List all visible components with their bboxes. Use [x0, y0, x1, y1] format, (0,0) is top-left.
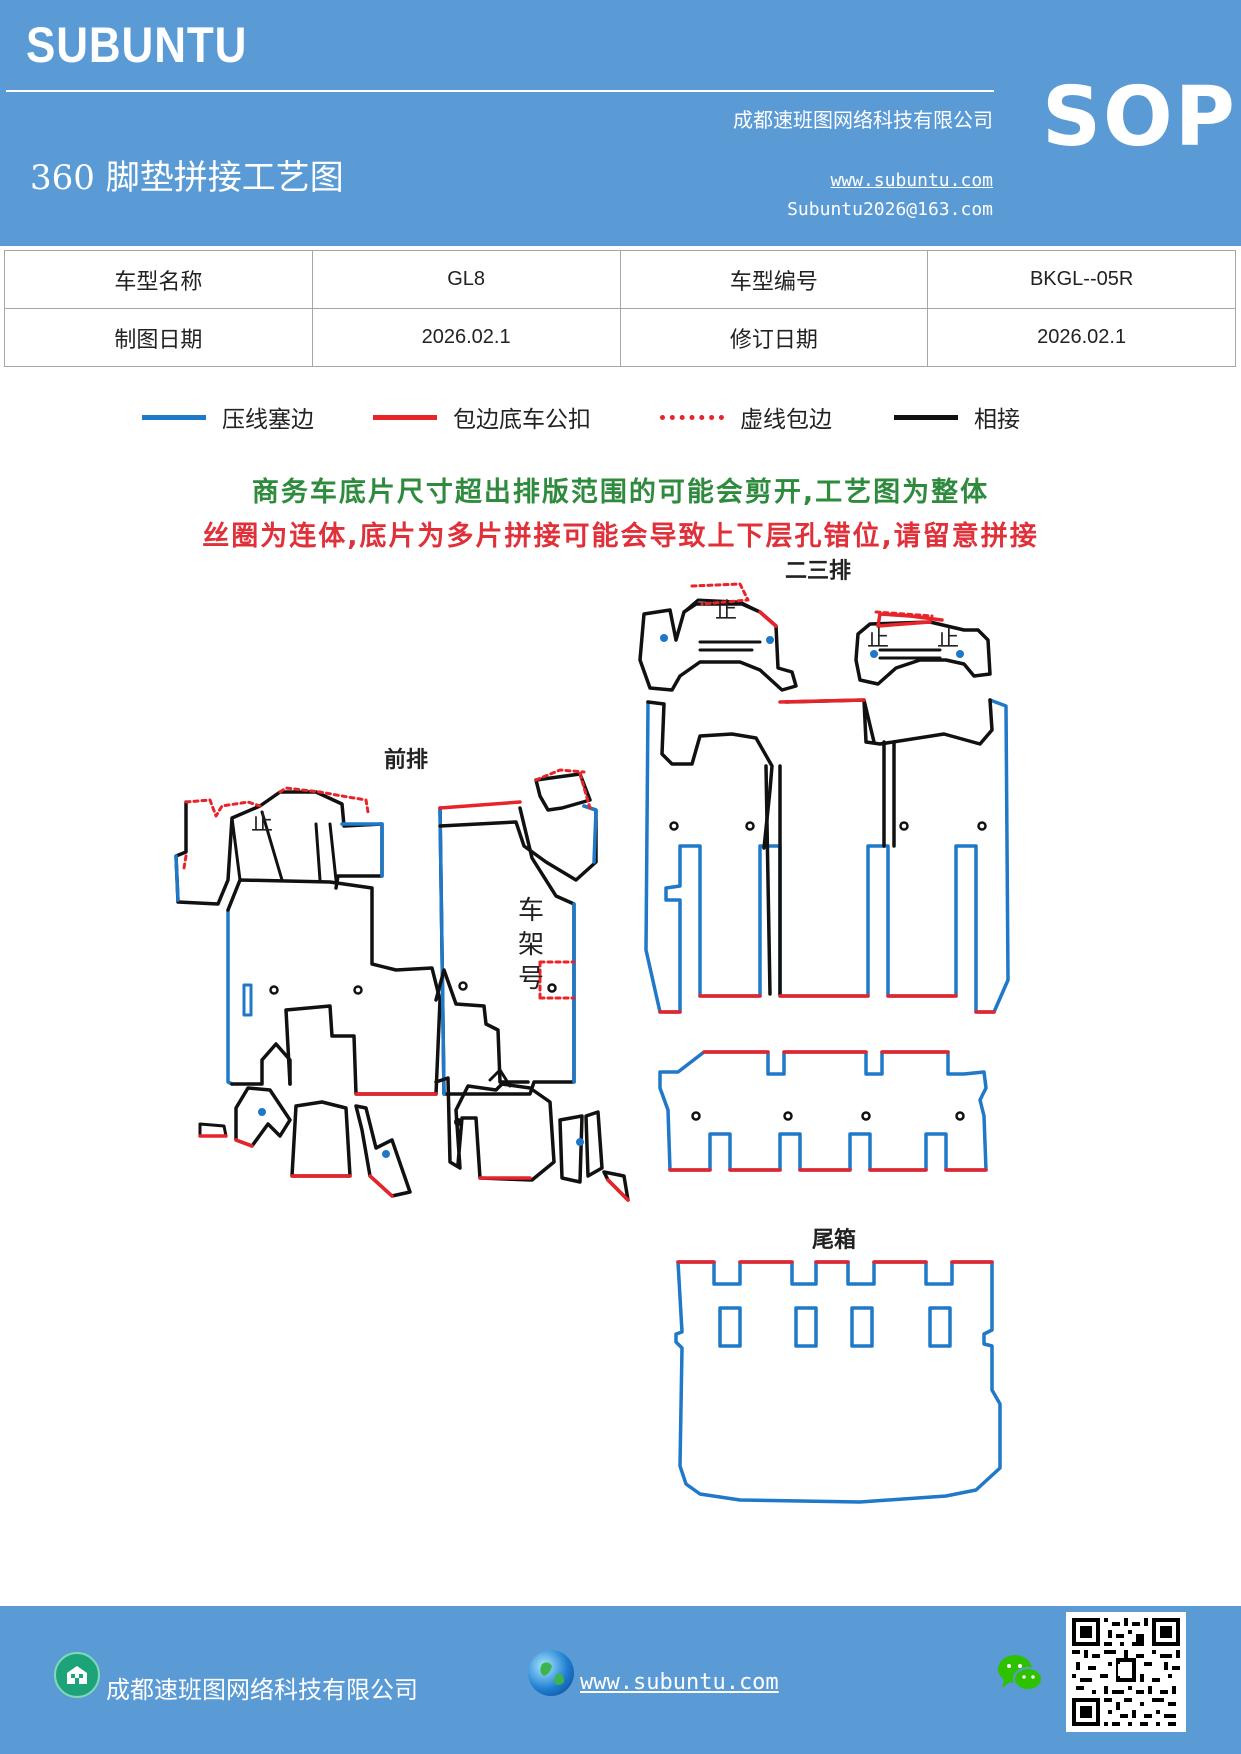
legend-label: 包边底车公扣 [453, 407, 591, 433]
model-name-value: GL8 [311, 250, 621, 309]
legend-swatch-blue [142, 414, 206, 420]
frame-no-label-1: 车 [518, 896, 544, 926]
draw-date-value: 2026.02.1 [311, 308, 621, 367]
wechat-icon [996, 1652, 1044, 1700]
front-right-lower-pieces [434, 1076, 556, 1182]
rear-rows-label: 二三排 [785, 559, 851, 584]
footer-banner: 成都速班图网络科技有限公司 www.subuntu.com [0, 1606, 1241, 1754]
rear-third-row-mat [658, 1050, 988, 1172]
header-email: Subuntu2026@163.com [787, 199, 993, 220]
front-left-lower-pieces [198, 1122, 228, 1138]
frame-no-label-2: 架 [518, 930, 544, 960]
stop-mark: 止 [937, 627, 959, 652]
stop-mark: 止 [251, 811, 273, 836]
revise-date-value: 2026.02.1 [927, 308, 1236, 367]
model-name-label: 车型名称 [4, 250, 313, 309]
footer-company-name: 成都速班图网络科技有限公司 [106, 1676, 418, 1704]
legend-item-joint: 相接 [894, 400, 1020, 434]
trunk-label: 尾箱 [812, 1227, 856, 1253]
legend-item-edge-buckle: 包边底车公扣 [373, 400, 591, 434]
sop-label: SOP [1042, 70, 1237, 165]
header-company-name: 成都速班图网络科技有限公司 [733, 108, 993, 132]
front-row-label: 前排 [384, 747, 428, 773]
frame-no-label-3: 号 [518, 964, 544, 994]
model-code-value: BKGL--05R [927, 250, 1236, 309]
floor-mat-diagram: 前排 止 [174, 559, 1010, 1504]
legend-swatch-black [894, 414, 958, 420]
line-legend: 压线塞边 包边底车公扣 虚线包边 相接 [0, 400, 1241, 440]
front-right-mat [438, 806, 576, 1096]
front-right-upper-pieces [438, 804, 598, 882]
revise-date-label: 修订日期 [619, 308, 929, 367]
legend-swatch-red-dotted [660, 414, 724, 420]
globe-icon [528, 1650, 574, 1696]
stop-mark: 止 [715, 599, 737, 624]
notice-line-green: 商务车底片尺寸超出排版范围的可能会剪开,工艺图为整体 [251, 477, 990, 508]
header-website-link[interactable]: www.subuntu.com [830, 170, 993, 191]
table-row: 车型名称 GL8 车型编号 BKGL--05R [4, 250, 1236, 309]
info-table: 车型名称 GL8 车型编号 BKGL--05R 制图日期 2026.02.1 修… [4, 250, 1236, 367]
front-left-upper-pieces [174, 790, 384, 906]
page-title: 360 脚垫拼接工艺图 [30, 158, 344, 198]
footer-website-link[interactable]: www.subuntu.com [580, 1670, 779, 1695]
notice-line-red: 丝圈为连体,底片为多片拼接可能会导致上下层孔错位,请留意拼接 [202, 521, 1039, 552]
legend-swatch-red [373, 414, 437, 420]
rear-second-row-mat [644, 698, 1010, 1014]
table-row: 制图日期 2026.02.1 修订日期 2026.02.1 [4, 308, 1236, 367]
legend-label: 虚线包边 [740, 407, 832, 433]
stop-mark: 止 [867, 627, 889, 652]
legend-item-dashed-edge: 虚线包边 [660, 400, 832, 434]
model-code-label: 车型编号 [619, 250, 929, 309]
header-banner: SUBUNTU SOP 成都速班图网络科技有限公司 360 脚垫拼接工艺图 ww… [0, 0, 1241, 246]
qr-code [1066, 1612, 1186, 1732]
legend-label: 压线塞边 [222, 407, 314, 433]
front-left-mat [226, 908, 234, 1086]
legend-item-press-line: 压线塞边 [142, 400, 314, 434]
legend-label: 相接 [974, 407, 1020, 433]
draw-date-label: 制图日期 [4, 308, 313, 367]
building-icon [54, 1652, 100, 1698]
header-divider [6, 90, 994, 92]
trunk-mat [674, 1260, 1002, 1504]
brand-logo: SUBUNTU [26, 17, 248, 73]
rear-right-top-piece [854, 620, 992, 686]
